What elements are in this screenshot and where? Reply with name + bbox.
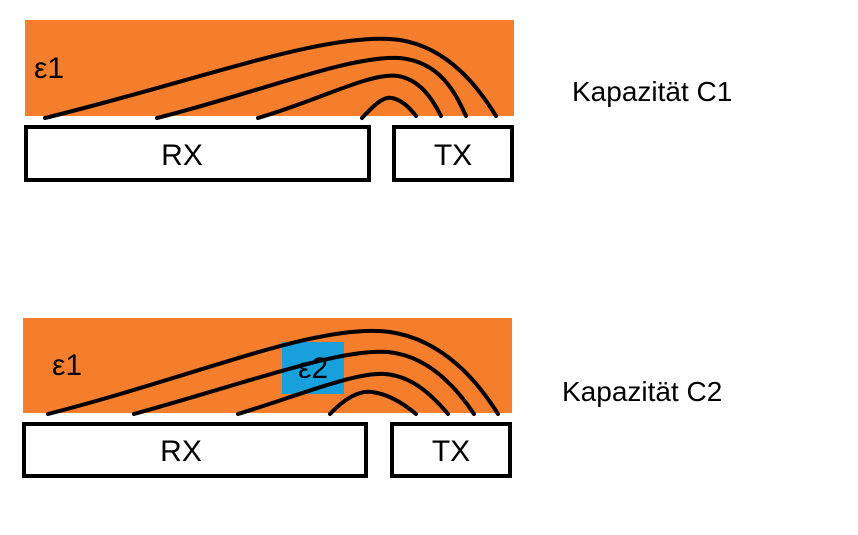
rx-label: RX xyxy=(160,435,202,468)
field-line-outer xyxy=(46,328,500,416)
dielectric-label-e1: ε1 xyxy=(52,349,82,382)
caption-c2: Kapazität C2 xyxy=(562,376,722,407)
rx-electrode xyxy=(22,422,368,478)
dielectric-label-e1: ε1 xyxy=(34,52,64,85)
field-lines xyxy=(46,328,500,416)
field-line-inner xyxy=(360,95,418,120)
tx-label: TX xyxy=(434,139,472,172)
field-line-outer xyxy=(43,36,498,120)
field-lines xyxy=(43,36,498,120)
field-line-2 xyxy=(132,349,476,416)
diagram-c2: ε1 ε2 RX TX Kapazität C2 xyxy=(22,318,722,478)
tx-electrode xyxy=(390,422,512,478)
diagram-c1: ε1 RX TX Kapazität C1 xyxy=(24,20,732,182)
tx-electrode xyxy=(392,125,514,182)
dielectric-layer-e1 xyxy=(25,20,514,116)
rx-label: RX xyxy=(161,139,203,172)
field-line-2 xyxy=(155,55,468,120)
rx-electrode xyxy=(24,125,371,182)
caption-c1: Kapazität C1 xyxy=(572,76,732,107)
field-line-inner xyxy=(328,389,418,416)
tx-label: TX xyxy=(432,435,470,468)
dielectric-label-e2: ε2 xyxy=(298,352,328,385)
field-line-3 xyxy=(236,371,450,416)
field-line-3 xyxy=(256,73,443,120)
